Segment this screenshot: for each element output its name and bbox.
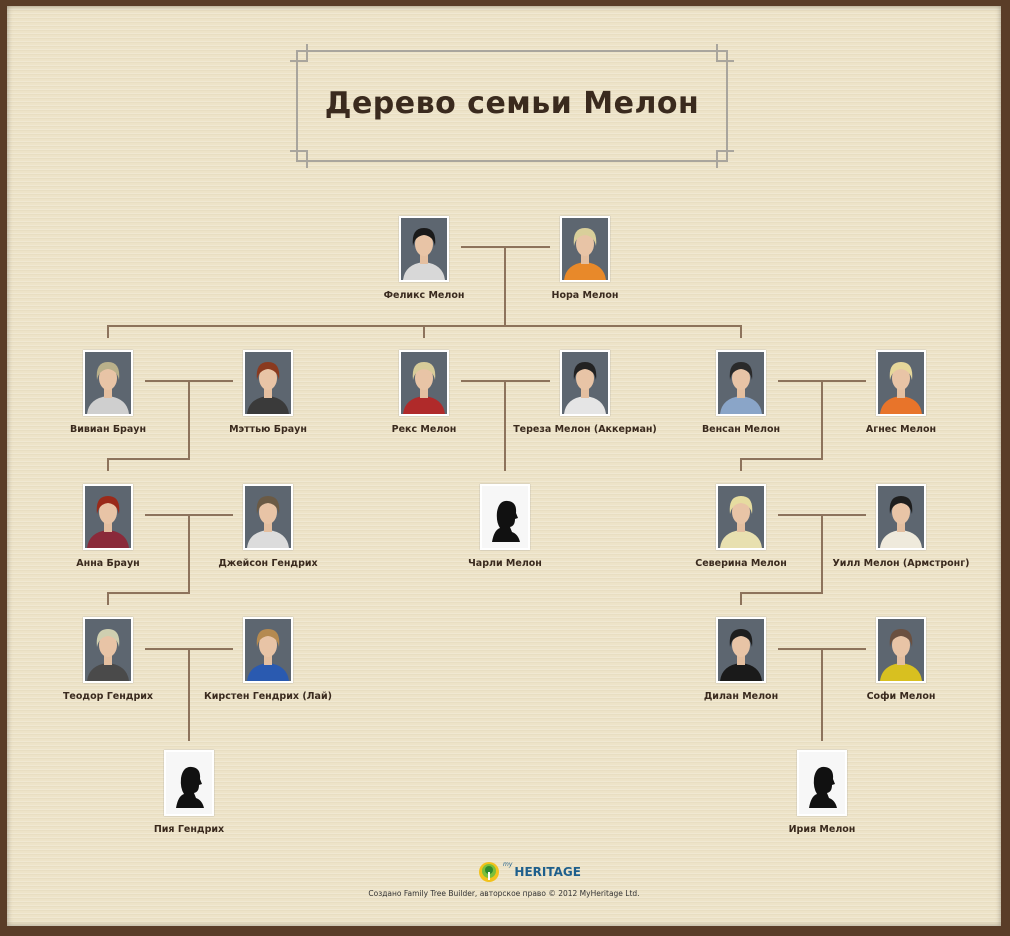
person-name: Феликс Мелон bbox=[383, 290, 465, 301]
person-card-jason[interactable]: Джейсон Гендрих bbox=[188, 484, 348, 569]
person-card-kirsten[interactable]: Кирстен Гендрих (Лай) bbox=[188, 617, 348, 702]
logo-prefix: my bbox=[503, 861, 513, 868]
title-frame: Дерево семьи Мелон bbox=[290, 44, 734, 168]
person-card-dylan[interactable]: Дилан Мелон bbox=[661, 617, 821, 702]
portrait-photo bbox=[83, 350, 133, 416]
connector-line bbox=[423, 325, 425, 338]
connector-line bbox=[188, 648, 190, 741]
connector-line bbox=[821, 514, 823, 594]
person-card-agnes[interactable]: Агнес Мелон bbox=[821, 350, 981, 435]
portrait-photo bbox=[399, 350, 449, 416]
person-card-teodor[interactable]: Теодор Гендрих bbox=[28, 617, 188, 702]
person-card-severina[interactable]: Северина Мелон bbox=[661, 484, 821, 569]
person-name: Северина Мелон bbox=[695, 558, 787, 569]
person-name: Венсан Мелон bbox=[701, 424, 781, 435]
connector-line bbox=[821, 648, 823, 741]
portrait-photo bbox=[399, 216, 449, 282]
connector-line bbox=[107, 458, 109, 471]
portrait-photo bbox=[243, 617, 293, 683]
tree-logo-icon bbox=[479, 862, 499, 882]
portrait-photo bbox=[876, 617, 926, 683]
connector-line bbox=[107, 458, 190, 460]
connector-line bbox=[740, 458, 742, 471]
connector-line bbox=[740, 592, 742, 605]
silhouette-icon bbox=[480, 484, 530, 550]
myheritage-logo: my HERITAGE bbox=[477, 861, 581, 883]
person-card-vivian[interactable]: Вивиан Браун bbox=[28, 350, 188, 435]
person-name: Агнес Мелон bbox=[865, 424, 937, 435]
connector-line bbox=[107, 325, 109, 338]
person-name: Нора Мелон bbox=[551, 290, 619, 301]
person-name: Рекс Мелон bbox=[391, 424, 457, 435]
person-card-vensan[interactable]: Венсан Мелон bbox=[661, 350, 821, 435]
person-card-rex[interactable]: Рекс Мелон bbox=[344, 350, 504, 435]
person-card-felix[interactable]: Феликс Мелон bbox=[344, 216, 504, 301]
connector-line bbox=[188, 380, 190, 460]
person-name: Чарли Мелон bbox=[468, 558, 542, 569]
person-name: Джейсон Гендрих bbox=[218, 558, 318, 569]
connector-line bbox=[821, 380, 823, 460]
person-name: Вивиан Браун bbox=[69, 424, 147, 435]
person-name: Тереза Мелон (Аккерман) bbox=[513, 424, 657, 435]
portrait-photo bbox=[83, 617, 133, 683]
portrait-photo bbox=[716, 350, 766, 416]
connector-line bbox=[504, 380, 506, 471]
portrait-photo bbox=[876, 484, 926, 550]
connector-line bbox=[188, 514, 190, 594]
person-card-will[interactable]: Уилл Мелон (Армстронг) bbox=[821, 484, 981, 569]
portrait-photo bbox=[243, 350, 293, 416]
person-card-matthew[interactable]: Мэттью Браун bbox=[188, 350, 348, 435]
logo-text: HERITAGE bbox=[514, 865, 581, 879]
page-title: Дерево семьи Мелон bbox=[324, 86, 700, 121]
portrait-photo bbox=[876, 350, 926, 416]
person-name: Анна Браун bbox=[76, 558, 140, 569]
connector-line bbox=[740, 458, 823, 460]
portrait-photo bbox=[716, 617, 766, 683]
copyright-footer: Создано Family Tree Builder, авторское п… bbox=[368, 889, 640, 898]
person-name: Кирстен Гендрих (Лай) bbox=[204, 691, 332, 702]
connector-line bbox=[504, 246, 506, 327]
portrait-photo bbox=[560, 350, 610, 416]
silhouette-icon bbox=[164, 750, 214, 816]
portrait-photo bbox=[716, 484, 766, 550]
person-name: Мэттью Браун bbox=[229, 424, 307, 435]
person-card-iria[interactable]: Ирия Мелон bbox=[742, 750, 902, 835]
tree-canvas: Дерево семьи Мелон Феликс Мелон Нора Мело… bbox=[7, 6, 1001, 926]
person-card-tereza[interactable]: Тереза Мелон (Аккерман) bbox=[505, 350, 665, 435]
connector-line bbox=[740, 325, 742, 338]
person-name: Дилан Мелон bbox=[703, 691, 779, 702]
person-name: Теодор Гендрих bbox=[62, 691, 154, 702]
person-name: Уилл Мелон (Армстронг) bbox=[832, 558, 970, 569]
portrait-photo bbox=[83, 484, 133, 550]
person-name: Софи Мелон bbox=[866, 691, 936, 702]
person-card-charli[interactable]: Чарли Мелон bbox=[425, 484, 585, 569]
portrait-photo bbox=[243, 484, 293, 550]
person-card-pia[interactable]: Пия Гендрих bbox=[109, 750, 269, 835]
portrait-photo bbox=[560, 216, 610, 282]
connector-line bbox=[107, 592, 109, 605]
connector-line bbox=[740, 592, 823, 594]
connector-line bbox=[107, 592, 190, 594]
person-card-sofi[interactable]: Софи Мелон bbox=[821, 617, 981, 702]
person-name: Ирия Мелон bbox=[788, 824, 856, 835]
person-card-nora[interactable]: Нора Мелон bbox=[505, 216, 665, 301]
person-name: Пия Гендрих bbox=[153, 824, 225, 835]
person-card-anna[interactable]: Анна Браун bbox=[28, 484, 188, 569]
silhouette-icon bbox=[797, 750, 847, 816]
